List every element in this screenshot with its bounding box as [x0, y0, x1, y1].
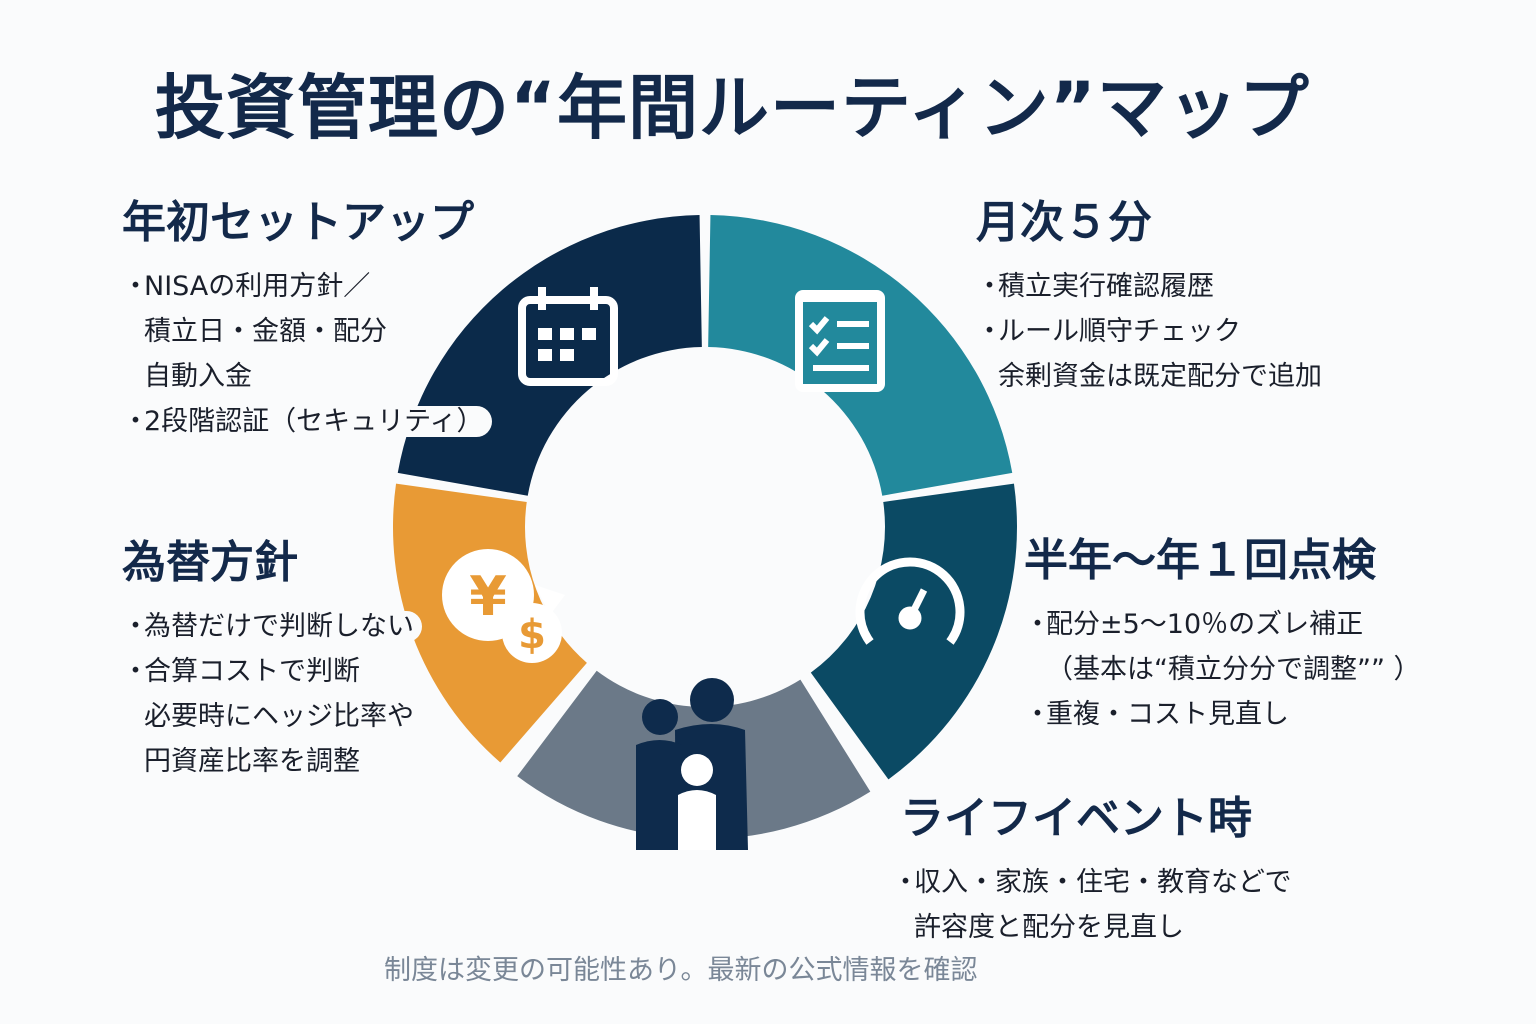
bullet-item: ・為替だけで判断しない [122, 604, 422, 649]
bullet-continuation: 自動入金 [122, 354, 492, 399]
footnote: 制度は変更の可能性あり。最新の公式情報を確認 [384, 955, 978, 986]
bullet-item: ・重複・コスト見直し [1024, 692, 1429, 737]
segment-semiannual [810, 483, 1017, 780]
bullet-continuation: 円資産比率を調整 [122, 739, 422, 784]
bullet-item: ・積立実行確認履歴 [976, 264, 1330, 309]
section-heading: 為替方針 [122, 537, 298, 588]
bullet-continuation: 許容度と配分を見直し [892, 905, 1299, 950]
section-life-event: ライフイベント時 ・収入・家族・住宅・教育などで 許容度と配分を見直し [892, 782, 1300, 950]
gauge-icon [855, 557, 965, 645]
checklist-icon [795, 290, 885, 392]
section-semiannual: 半年〜年１回点検 ・配分±5〜10％のズレ補正 （基本は“積立分分で調整”” ）… [1024, 524, 1429, 737]
section-heading: ライフイベント時 [900, 793, 1252, 844]
page-title: 投資管理の“年間ルーティン”マップ [155, 67, 1310, 149]
section-fx: 為替方針 ・為替だけで判断しない ・合算コストで判断 必要時にヘッジ比率や 円資… [122, 526, 422, 784]
section-heading: 半年〜年１回点検 [1024, 535, 1376, 586]
bullet-continuation: 余剰資金は既定配分で追加 [976, 354, 1330, 399]
section-heading: 年初セットアップ [122, 197, 474, 248]
svg-text:$: $ [518, 612, 546, 658]
bullet-item: ・NISAの利用方針／ [122, 264, 492, 309]
section-monthly: 月次５分 ・積立実行確認履歴 ・ルール順守チェック 余剰資金は既定配分で追加 [976, 186, 1330, 399]
svg-text:¥: ¥ [469, 565, 507, 628]
section-heading: 月次５分 [976, 197, 1152, 248]
section-year-start: 年初セットアップ ・NISAの利用方針／ 積立日・金額・配分 自動入金 ・2段階… [122, 186, 492, 444]
family-icon [636, 678, 748, 850]
yen-dollar-exchange-icon: ¥ $ [442, 549, 565, 663]
bullet-item: ・配分±5〜10％のズレ補正 [1024, 602, 1429, 647]
bullet-continuation: 積立日・金額・配分 [122, 309, 492, 354]
bullet-item: ・収入・家族・住宅・教育などで [892, 860, 1300, 905]
bullet-item: ・2段階認証（セキュリティ） [122, 399, 492, 444]
bullet-item: ・ルール順守チェック [976, 309, 1330, 354]
bullet-continuation: （基本は“積立分分で調整”” ） [1024, 647, 1429, 692]
bullet-item: ・合算コストで判断 [122, 649, 422, 694]
bullet-continuation: 必要時にヘッジ比率や [122, 694, 422, 739]
calendar-icon [518, 287, 618, 386]
